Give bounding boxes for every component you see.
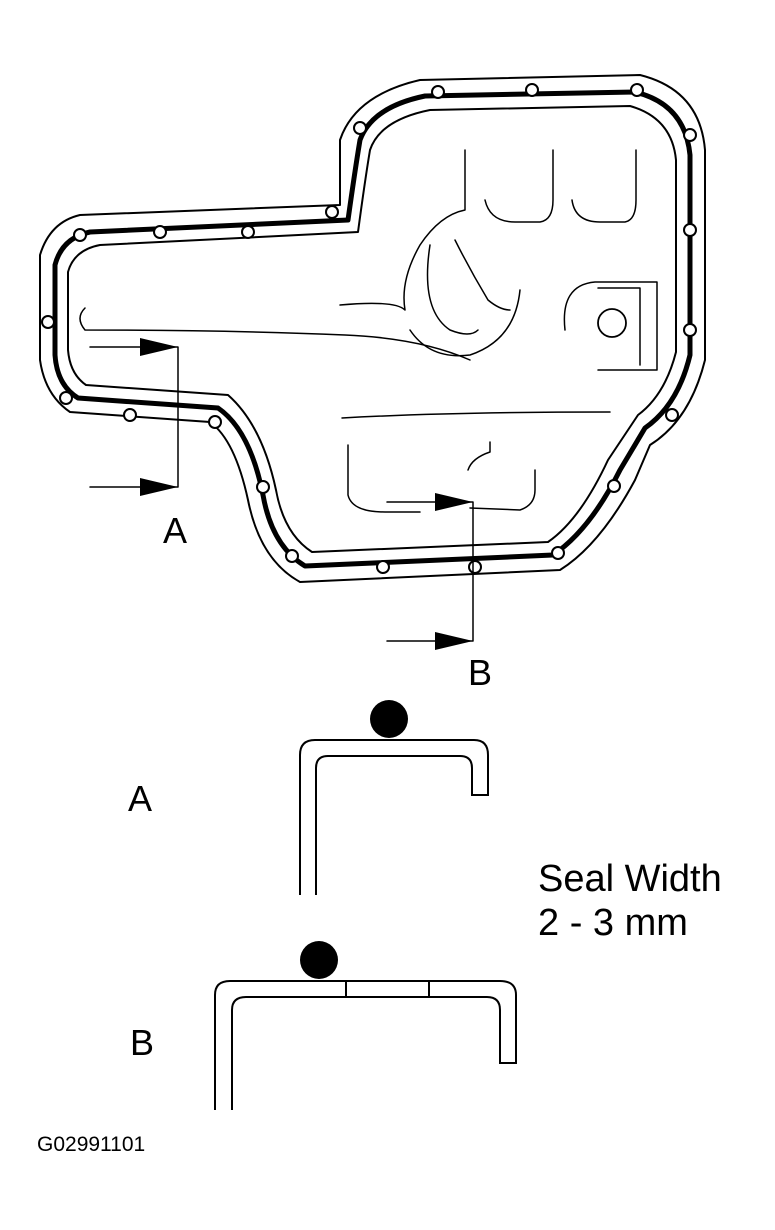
section-b-detail — [214, 980, 517, 1110]
pan-pocket-lower-2 — [469, 469, 536, 511]
pan-pocket-lower — [347, 444, 421, 513]
section-label-b-detail: B — [130, 1022, 155, 1063]
drain-plug — [597, 308, 627, 338]
section-label-a-top: A — [163, 510, 188, 551]
section-arrows — [140, 338, 473, 650]
pan-rib-lower — [341, 411, 611, 419]
seal-width-value: 2 - 3 mm — [538, 901, 688, 944]
section-a-detail — [299, 739, 489, 895]
arrow-b-lower — [435, 632, 473, 650]
pan-pocket-2 — [571, 149, 637, 223]
arrow-a-upper — [140, 338, 178, 356]
pan-drain-frame — [563, 281, 658, 371]
seal-bead-a — [370, 700, 408, 738]
arrow-a-lower — [140, 478, 178, 496]
pan-flange-outer — [39, 74, 706, 583]
pan-pocket-1 — [484, 149, 554, 223]
seal-bead-b — [300, 941, 338, 979]
section-label-a-detail: A — [128, 778, 153, 819]
pan-sump-bowl-3 — [409, 289, 521, 357]
section-line-b — [386, 501, 474, 642]
pan-sump-bowl — [426, 244, 479, 335]
seal-width-note: Seal Width 2 - 3 mm — [538, 858, 722, 945]
pan-rib-upper — [79, 307, 471, 361]
pan-flange-inner — [67, 105, 677, 553]
arrow-b-upper — [435, 493, 473, 511]
seal-width-title: Seal Width — [538, 858, 722, 900]
pan-rib-upper-2 — [339, 149, 466, 311]
seal-bead-line — [52, 89, 693, 569]
pan-pocket-lower-3 — [467, 441, 491, 471]
bolt-holes — [41, 83, 697, 574]
figure-code: G02991101 — [37, 1133, 146, 1156]
pan-drain-frame-inner — [597, 287, 641, 366]
pan-sump-bowl-2 — [454, 239, 511, 311]
section-line-a — [89, 346, 179, 488]
section-label-b-top: B — [468, 652, 493, 693]
